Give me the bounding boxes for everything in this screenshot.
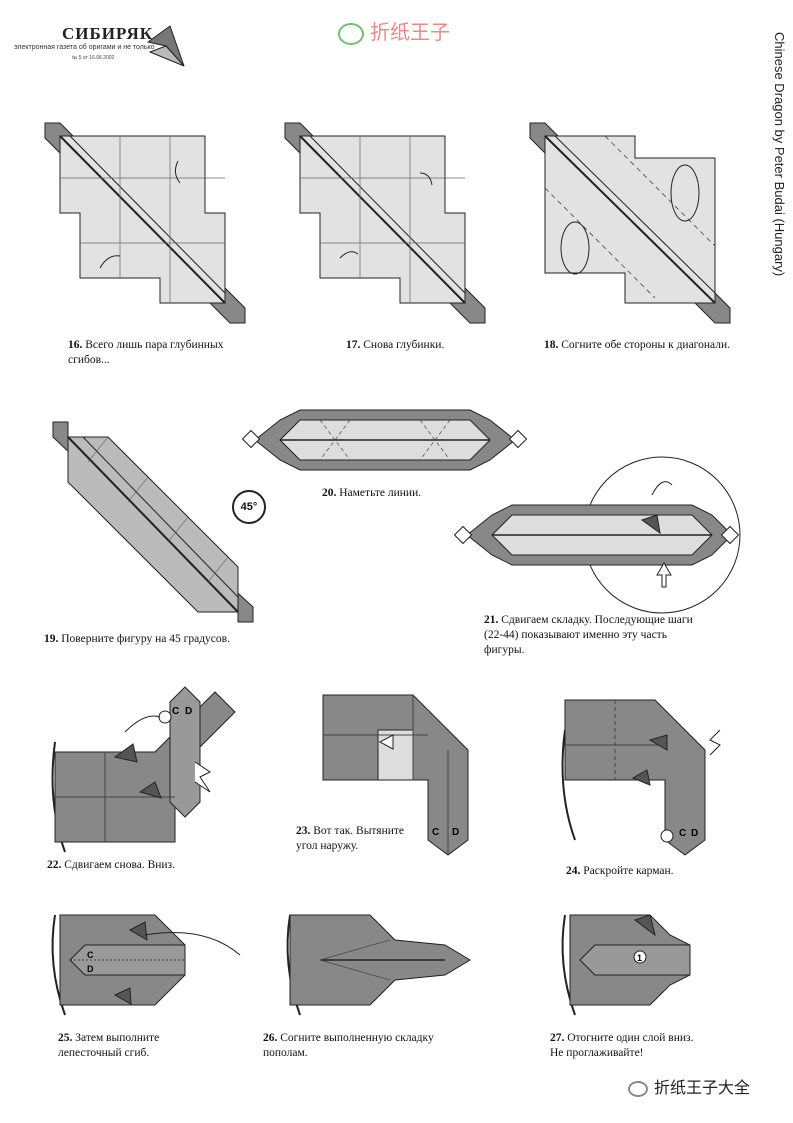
diagram-step-17 (284, 122, 486, 324)
diagram-step-26 (286, 914, 471, 1016)
diagram-step-24: C D (561, 699, 721, 856)
side-credit: Chinese Dragon by Peter Budai (Hungary) (772, 32, 787, 277)
step-number: 23. (296, 825, 311, 837)
step-text-3: фигуры. (484, 644, 525, 656)
step-text: Сдвигаем снова. Вниз. (64, 859, 175, 871)
step-number: 20. (322, 487, 337, 499)
step-text-2: пополам. (263, 1047, 308, 1059)
label-one: 1 (637, 953, 642, 963)
step-text-2: сгибов... (68, 354, 110, 366)
label-d: D (87, 964, 94, 974)
step-number: 24. (566, 865, 581, 877)
step-text: Раскройте карман. (583, 865, 674, 877)
step-text: Сдвигаем складку. Последующие шаги (501, 614, 693, 626)
step-number: 17. (346, 339, 361, 351)
watermark-text: 折纸王子 (370, 20, 450, 44)
watermark-top: 折纸王子 (338, 16, 450, 45)
step-number: 26. (263, 1032, 278, 1044)
step-number: 19. (44, 633, 59, 645)
step-number: 27. (550, 1032, 565, 1044)
wechat-icon (628, 1080, 648, 1097)
diagram-step-16 (44, 122, 246, 324)
footer-watermark-text: 折纸王子大全 (654, 1078, 751, 1097)
step-text-2: Не проглаживайте! (550, 1047, 644, 1059)
step-text: Снова глубинки. (363, 339, 445, 351)
step-text: Затем выполните (75, 1032, 160, 1044)
step-number: 22. (47, 859, 62, 871)
label-d: D (185, 706, 192, 717)
step-text-2: угол наружу. (296, 840, 359, 852)
step-text: Согните выполненную складку (280, 1032, 434, 1044)
caption-step-18: 18. Согните обе стороны к диагонали. (544, 338, 730, 353)
rotate-45-icon: 45° (232, 490, 266, 524)
logo-title: СИБИРЯК (62, 24, 154, 43)
caption-step-25: 25. Затем выполните лепесточный сгиб. (58, 1031, 159, 1061)
diagram-step-19 (52, 421, 254, 623)
issue-number: № 5 от 16.06.2002 (72, 55, 115, 61)
logo-subtitle: электронная газета об оригами и не тольк… (14, 44, 155, 51)
step-text: Отогните один слой вниз. (567, 1032, 694, 1044)
step-number: 25. (58, 1032, 73, 1044)
label-d: D (691, 828, 698, 839)
diagram-step-21 (453, 456, 741, 614)
diagram-step-27: 1 (561, 914, 691, 1016)
caption-step-22: 22. Сдвигаем снова. Вниз. (47, 858, 175, 873)
label-d: D (452, 827, 459, 838)
diagram-step-18 (529, 122, 731, 324)
step-text: Наметьте линии. (339, 487, 422, 499)
step-text: Согните обе стороны к диагонали. (561, 339, 730, 351)
caption-step-24: 24. Раскройте карман. (566, 864, 674, 879)
step-text: Вот так. Вытяните (313, 825, 405, 837)
caption-step-27: 27. Отогните один слой вниз. Не проглажи… (550, 1031, 693, 1061)
label-c: C (172, 706, 179, 717)
caption-step-17: 17. Снова глубинки. (346, 338, 444, 353)
caption-step-19: 19. Поверните фигуру на 45 градусов. (44, 632, 230, 647)
label-c: C (679, 828, 686, 839)
rotate-label: 45° (240, 501, 258, 513)
caption-step-23: 23. Вот так. Вытяните угол наружу. (296, 824, 404, 854)
caption-step-26: 26. Согните выполненную складку пополам. (263, 1031, 434, 1061)
step-text: Всего лишь пара глубинных (85, 339, 224, 351)
wechat-icon (338, 22, 364, 45)
diagram-step-23: C D (322, 694, 469, 856)
step-text-2: (22-44) показывают именно эту часть (484, 629, 667, 641)
diagram-step-25: C D (51, 914, 241, 1016)
step-text: Поверните фигуру на 45 градусов. (61, 633, 230, 645)
caption-step-20: 20. Наметьте линии. (322, 486, 421, 501)
crane-logo-icon (146, 25, 185, 67)
step-number: 16. (68, 339, 83, 351)
diagram-step-20 (241, 409, 528, 471)
caption-step-16: 16. Всего лишь пара глубинных сгибов... (68, 338, 223, 368)
step-text-2: лепесточный сгиб. (58, 1047, 150, 1059)
diagram-step-22: C D (51, 686, 236, 853)
label-c: C (87, 950, 94, 960)
caption-step-21: 21. Сдвигаем складку. Последующие шаги (… (484, 613, 693, 658)
label-c: C (432, 827, 439, 838)
step-number: 18. (544, 339, 559, 351)
step-number: 21. (484, 614, 499, 626)
footer-watermark: 折纸王子大全 (628, 1074, 750, 1098)
